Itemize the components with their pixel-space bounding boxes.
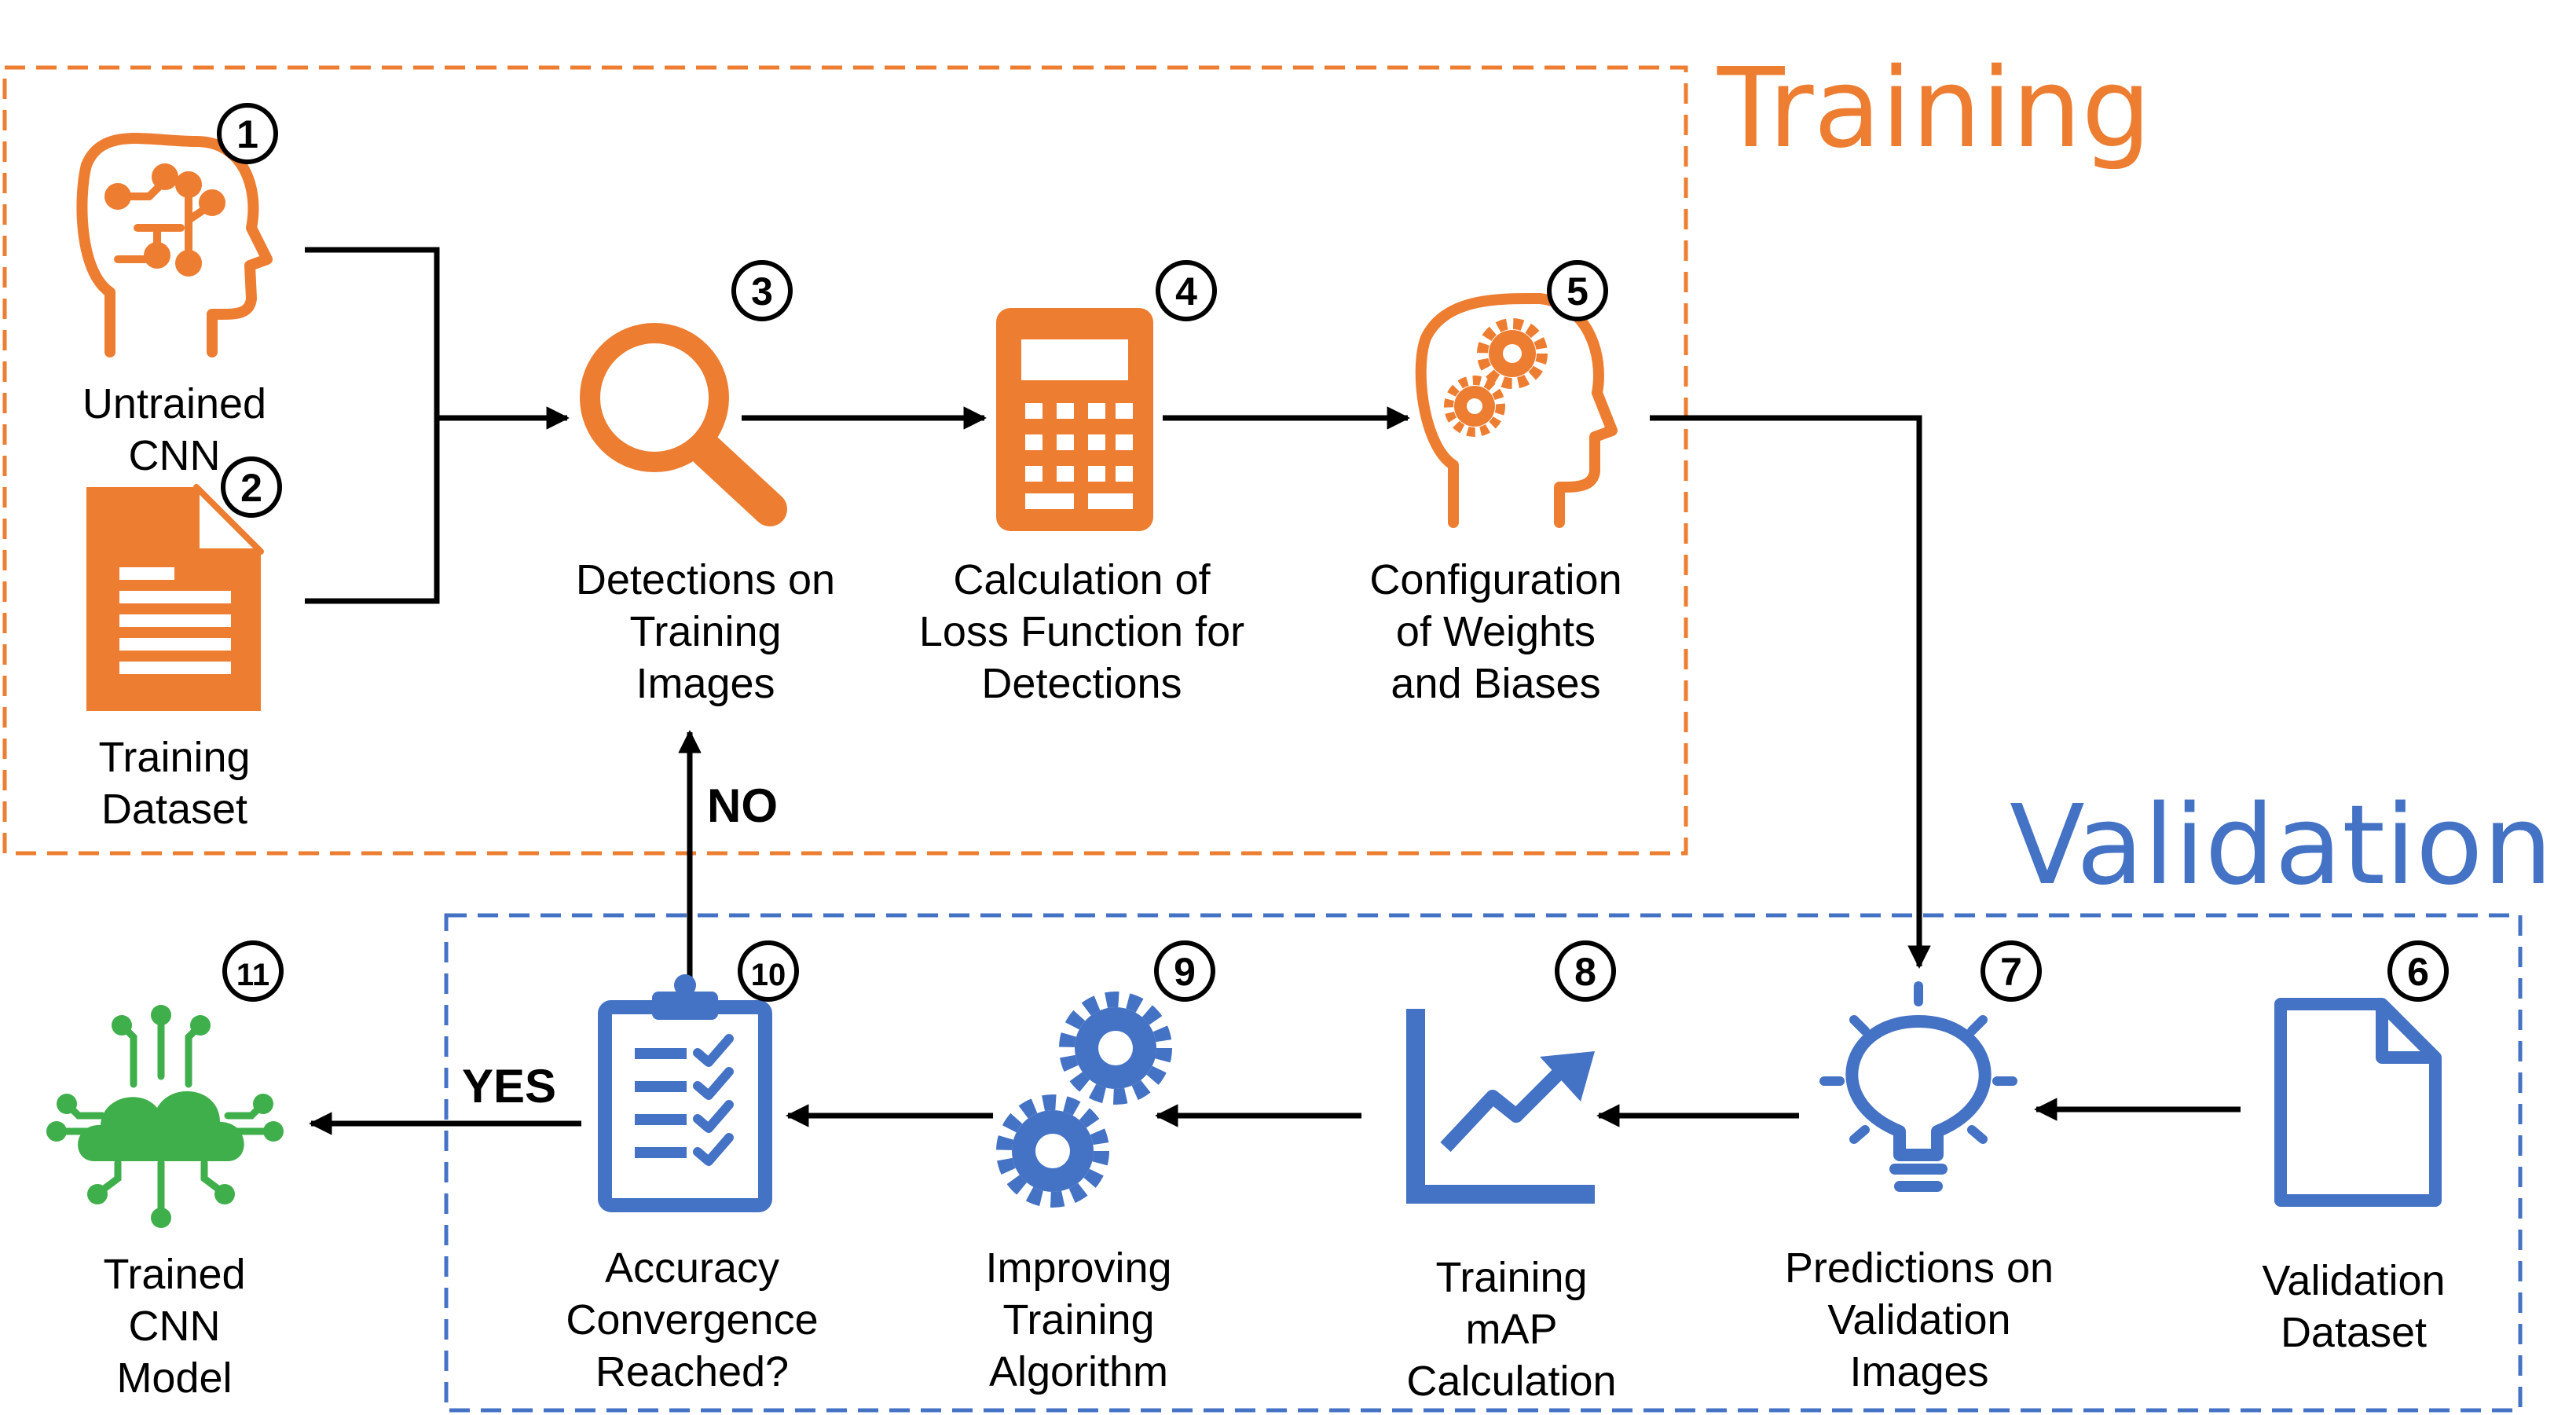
step-label-line: of Weights (1396, 608, 1596, 655)
blank-document-icon (2274, 998, 2442, 1207)
clipboard-checklist-icon (598, 974, 772, 1212)
step-label-line: Training (629, 608, 781, 655)
step-badge-circle (738, 940, 799, 1002)
step-number: 8 (1574, 950, 1596, 994)
step-badge-circle (222, 940, 284, 1002)
step-badge-circle (217, 103, 278, 164)
step-label-line: Calculation (1406, 1358, 1616, 1405)
step-label-line: Dataset (2281, 1309, 2427, 1356)
gear-head-icon (1415, 292, 1618, 528)
training-frame (2, 65, 1688, 856)
step-label-line: Predictions on (1785, 1245, 2054, 1292)
yes-label: YES (462, 1060, 556, 1113)
step-badge-circle (1156, 260, 1217, 321)
trend-chart-icon (1406, 1009, 1595, 1204)
step-label-line: CNN (129, 432, 221, 479)
connectors (305, 247, 2241, 1135)
validation-title: Validation (2010, 782, 2552, 910)
validation-frame (444, 913, 2523, 1413)
step-badge-circle (2387, 940, 2449, 1002)
training-title: Training (1717, 45, 2151, 173)
step-label-line: Training (1002, 1296, 1154, 1344)
arrow-5-to-7 (1650, 415, 1931, 969)
step-label-line: Detections (981, 660, 1182, 707)
calculator-icon (996, 308, 1153, 531)
step-number: 3 (751, 269, 773, 313)
step-number: 4 (1175, 269, 1197, 313)
step-label-line: and Biases (1391, 660, 1600, 707)
step-badge-circle (1547, 260, 1608, 321)
step-label-line: Detections on (576, 556, 835, 603)
cloud-network-icon (46, 1005, 284, 1228)
step-label: Training mAP Calculation (1406, 1254, 1616, 1405)
step-label-line: Images (636, 660, 775, 707)
step-label-line: Dataset (101, 786, 247, 833)
step-label-line: Training (98, 734, 250, 781)
step-number-badges: 1 2 3 4 5 6 7 8 9 10 11 (217, 103, 2449, 1002)
step-number: 1 (236, 112, 258, 156)
step-label-line: Validation (1827, 1296, 2010, 1344)
step-badge-circle (1981, 940, 2042, 1002)
step-label: Configuration of Weights and Biases (1369, 556, 1621, 707)
step-label-line: mAP (1465, 1306, 1557, 1353)
document-icon (86, 484, 264, 711)
step-badge-circle (221, 456, 282, 518)
step-number: 6 (2407, 950, 2429, 994)
step-number: 11 (236, 958, 269, 992)
no-label: NO (707, 779, 778, 832)
step-label-line: Trained (103, 1251, 245, 1298)
lightbulb-icon (1819, 981, 2017, 1192)
step-label-line: Accuracy (605, 1245, 779, 1292)
step-label-line: Configuration (1369, 556, 1621, 603)
step-badge-circle (1555, 940, 1616, 1002)
step-label-line: CNN (129, 1303, 221, 1350)
gears-icon (996, 992, 1172, 1208)
brain-circuit-head-icon (76, 133, 273, 357)
step-label-line: Training (1435, 1254, 1587, 1301)
step-label-line: Validation (2262, 1257, 2445, 1304)
step-label-line: Algorithm (989, 1348, 1168, 1395)
step-badge-circle (1154, 940, 1215, 1002)
step-number: 5 (1566, 269, 1588, 313)
step-number: 7 (2000, 950, 2022, 994)
step-number: 2 (240, 466, 262, 510)
step-label-line: Untrained (82, 380, 266, 427)
connector-1-merge (305, 247, 440, 418)
step-label-line: Calculation of (953, 556, 1211, 603)
step-label-line: Images (1849, 1348, 1988, 1395)
step-label-line: Improving (985, 1245, 1171, 1292)
step-label-line: Convergence (566, 1296, 818, 1344)
step-badge-circle (731, 260, 793, 321)
step-number: 9 (1174, 950, 1196, 994)
step-label-line: Model (116, 1355, 232, 1402)
step-label-line: Reached? (595, 1348, 789, 1395)
connector-2-merge (305, 418, 440, 604)
step-label-line: Loss Function for (919, 608, 1244, 655)
magnifier-icon (580, 323, 787, 526)
step-number: 10 (751, 958, 786, 992)
